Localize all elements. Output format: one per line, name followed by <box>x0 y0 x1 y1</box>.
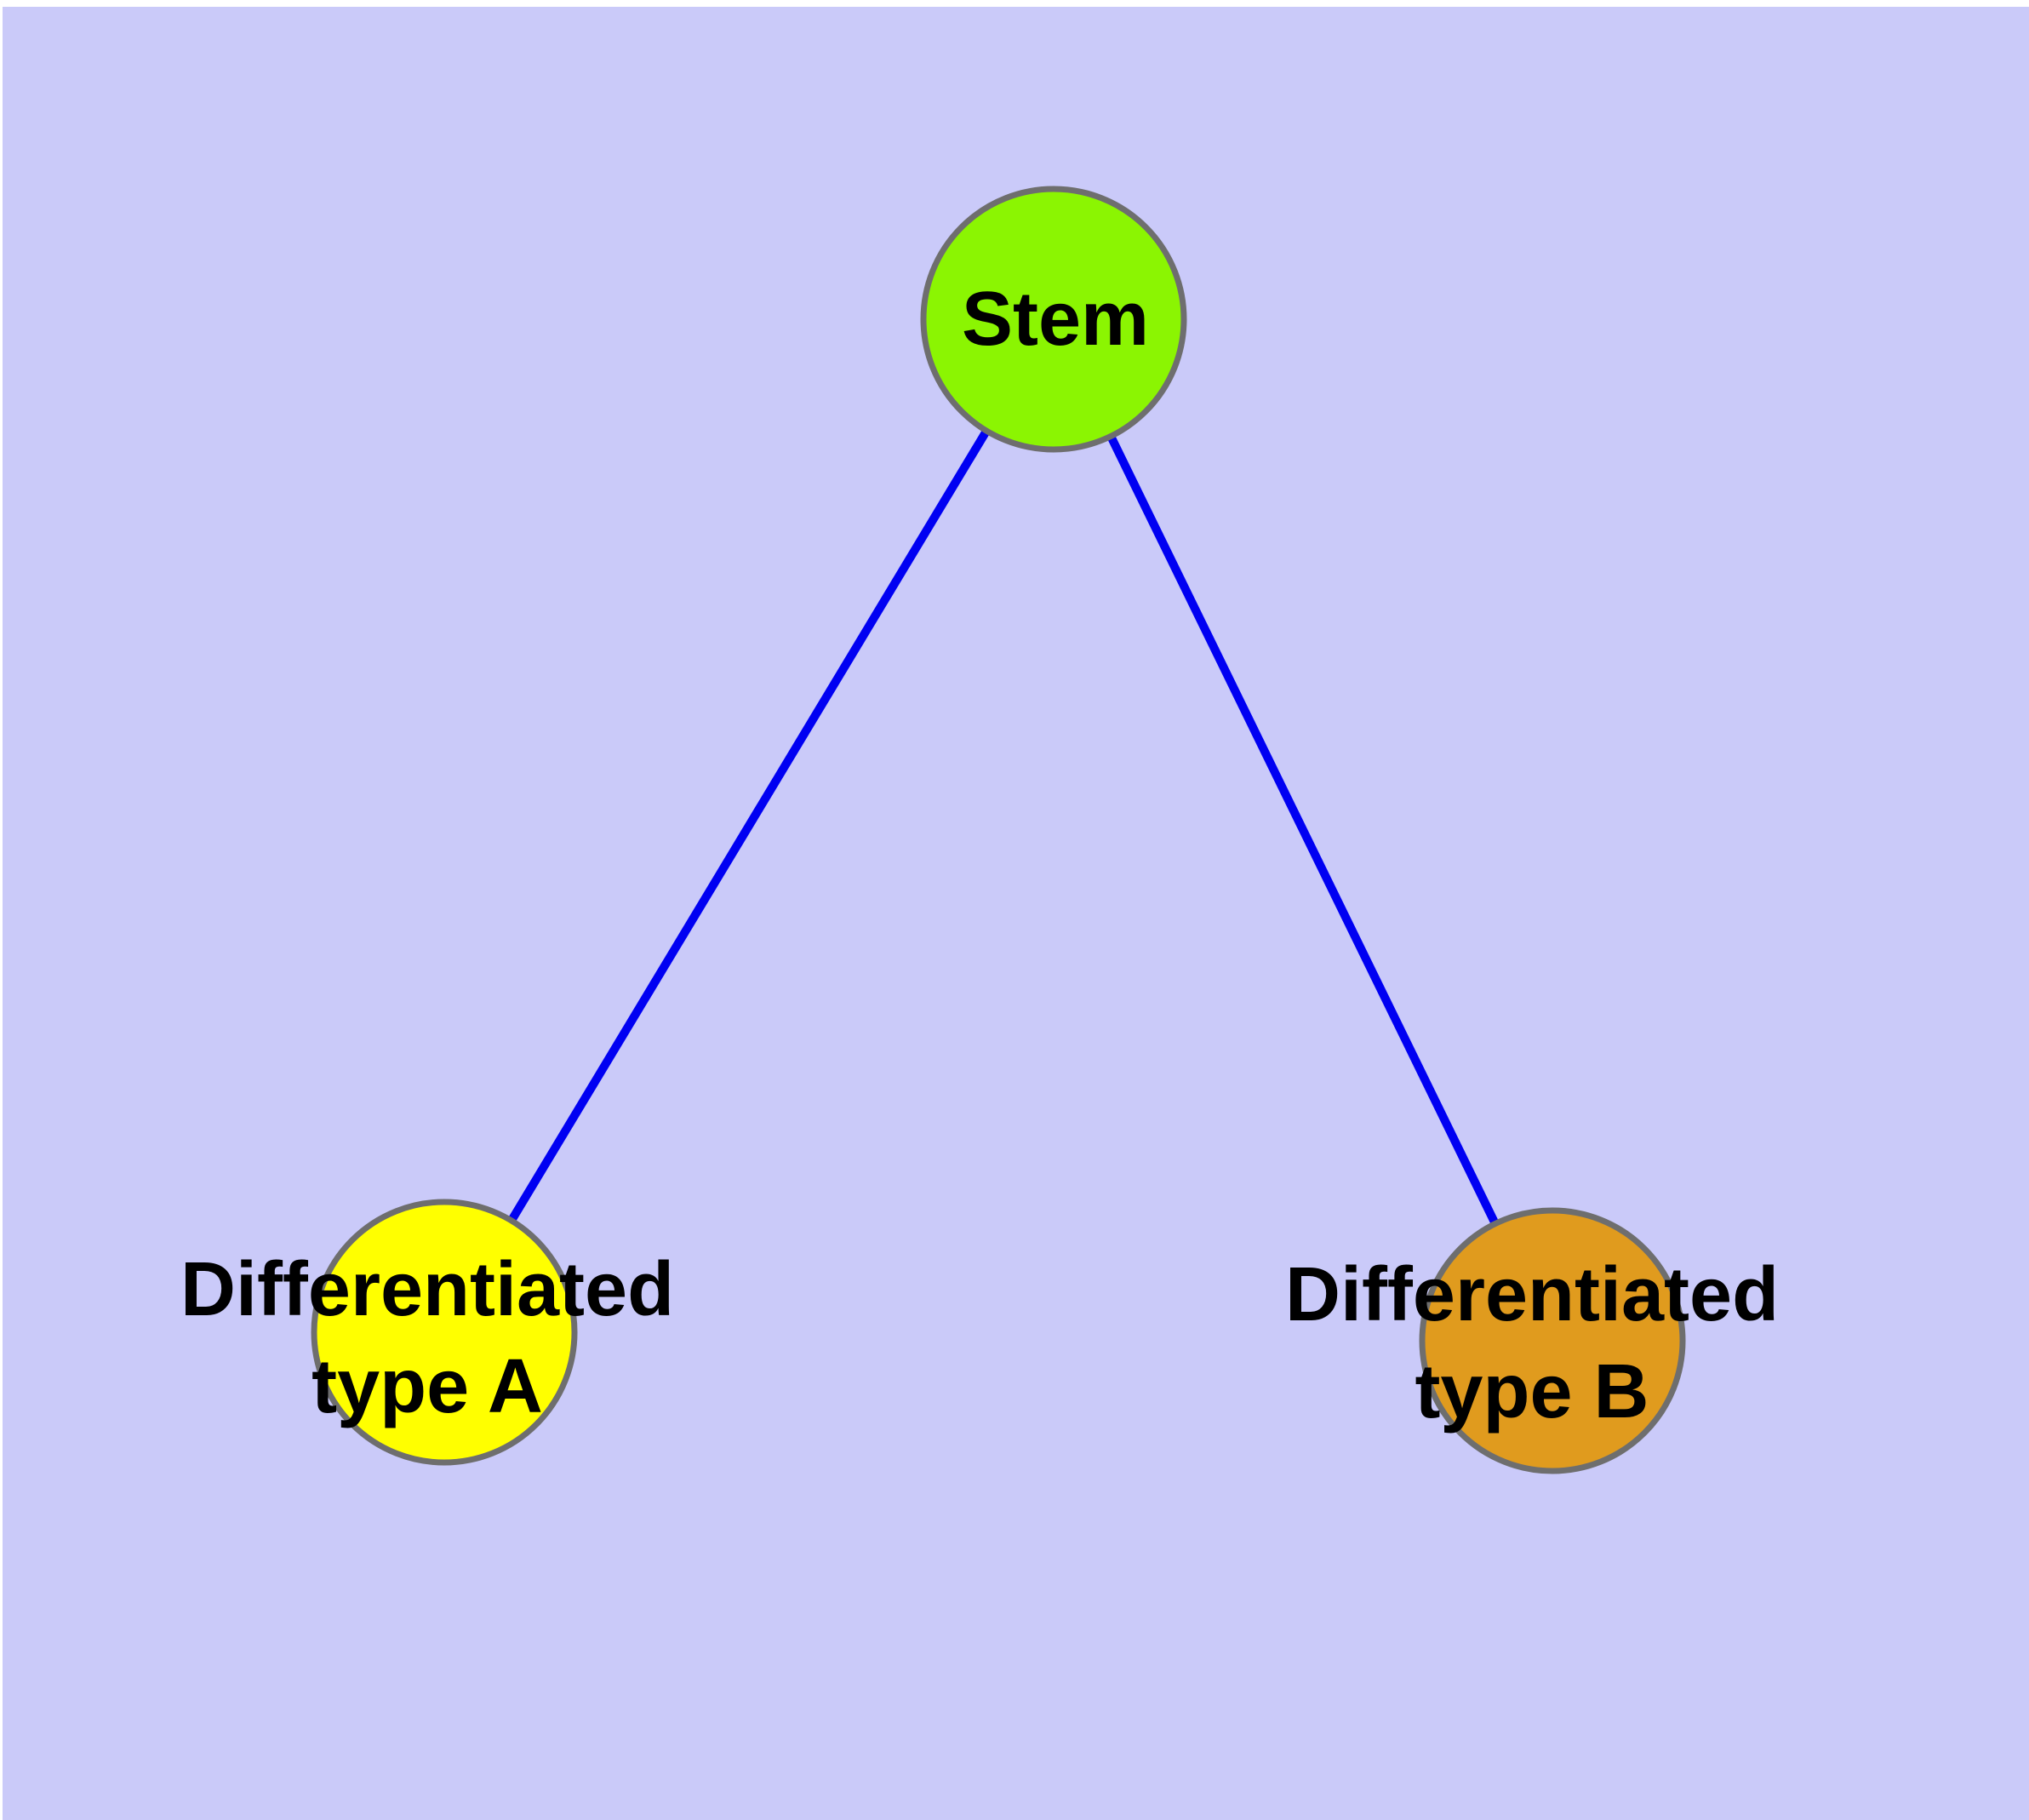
node-stem-circle <box>920 186 1187 453</box>
edge-stem-to-type-a <box>440 317 1058 1335</box>
node-type-a-circle <box>311 1199 578 1466</box>
node-type-b-circle <box>1419 1207 1686 1474</box>
edge-stem-to-type-b <box>1049 317 1557 1343</box>
